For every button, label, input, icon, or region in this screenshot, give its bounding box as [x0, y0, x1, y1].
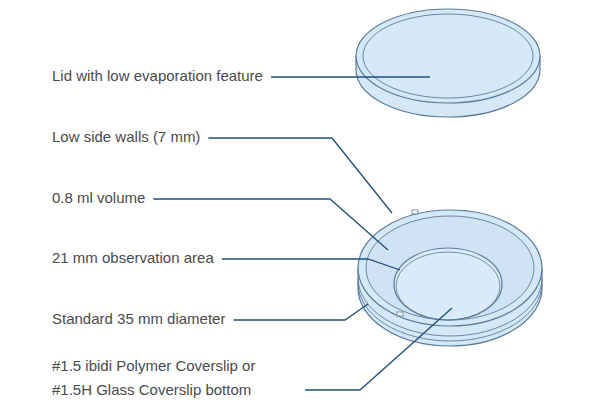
leader-line — [233, 304, 368, 320]
part-label: Standard 35 mm diameter — [52, 307, 225, 331]
part-label: Low side walls (7 mm) — [52, 125, 200, 149]
part-label: 0.8 ml volume — [52, 186, 145, 210]
dish-drawing — [358, 210, 542, 346]
part-label: Lid with low evaporation feature — [52, 64, 263, 88]
leader-line — [271, 76, 430, 77]
part-label: #1.5 ibidi Polymer Coverslip or #1.5H Gl… — [52, 354, 297, 402]
leader-line — [222, 259, 400, 270]
leader-line — [208, 138, 392, 213]
leader-line — [153, 199, 388, 250]
leader-line — [305, 308, 452, 390]
part-label: 21 mm observation area — [52, 246, 214, 270]
lid-drawing — [356, 9, 540, 117]
